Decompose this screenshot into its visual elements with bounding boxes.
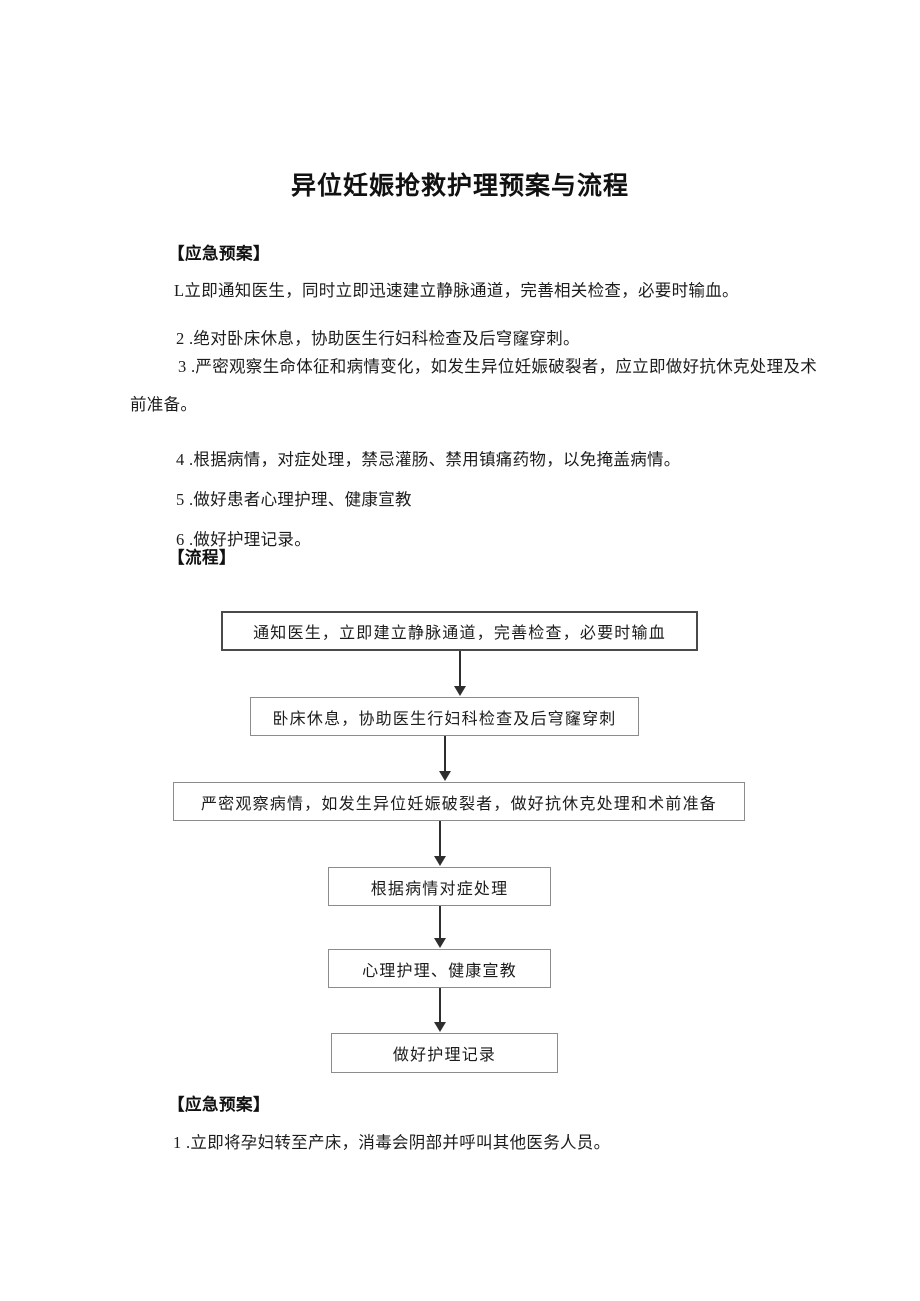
- list-item-number: 3 .: [178, 357, 196, 376]
- list-item-text: 做好患者心理护理、健康宣教: [193, 490, 412, 509]
- list-item-number: 4 .: [176, 450, 194, 469]
- list-item-text-continuation: 前准备。: [130, 395, 198, 414]
- flowchart-box-1: 通知医生，立即建立静脉通道，完善检查，必要时输血: [221, 611, 698, 651]
- flowchart-connector-2: [444, 736, 446, 772]
- list-item-text: 立即将孕妇转至产床，消毒会阴部并呼叫其他医务人员。: [190, 1133, 611, 1152]
- flowchart-connector-5: [439, 988, 441, 1023]
- flowchart-arrowhead-3: [434, 856, 446, 866]
- flowchart-arrowhead-2: [439, 771, 451, 781]
- list-item: 5 .做好患者心理护理、健康宣教: [176, 485, 876, 515]
- list-item: 4 .根据病情，对症处理，禁忌灌肠、禁用镇痛药物，以免掩盖病情。: [176, 445, 876, 475]
- list-item: 3 .严密观察生命体征和病情变化，如发生异位妊娠破裂者，应立即做好抗休克处理及术…: [130, 352, 878, 414]
- list-item-number: L: [174, 281, 185, 300]
- flowchart-connector-4: [439, 906, 441, 939]
- flowchart-box-2: 卧床休息，协助医生行妇科检查及后穹窿穿刺: [250, 697, 639, 736]
- page-title: 异位妊娠抢救护理预案与流程: [290, 172, 629, 200]
- list-item-text: 绝对卧床休息，协助医生行妇科检查及后穹窿穿刺。: [193, 329, 580, 348]
- list-item-number: 5 .: [176, 490, 194, 509]
- list-item: 6 .做好护理记录。: [176, 525, 876, 555]
- list-item-number: 6 .: [176, 530, 194, 549]
- list-item: L立即通知医生，同时立即迅速建立静脉通道，完善相关检查，必要时输血。: [174, 276, 874, 306]
- flowchart-arrowhead-5: [434, 1022, 446, 1032]
- list-item-number: 2 .: [176, 329, 194, 348]
- flowchart-box-6: 做好护理记录: [331, 1033, 558, 1073]
- list-item-text: 严密观察生命体征和病情变化，如发生异位妊娠破裂者，应立即做好抗休克处理及术: [195, 357, 818, 376]
- list-item: 2 .绝对卧床休息，协助医生行妇科检查及后穹窿穿刺。: [176, 324, 876, 354]
- flowchart-arrowhead-1: [454, 686, 466, 696]
- flowchart-connector-3: [439, 821, 441, 857]
- section-heading-flow: 【流程】: [168, 549, 236, 567]
- list-item-text: 立即通知医生，同时立即迅速建立静脉通道，完善相关检查，必要时输血。: [184, 281, 739, 300]
- flowchart-box-4: 根据病情对症处理: [328, 867, 551, 906]
- flowchart-box-5: 心理护理、健康宣教: [328, 949, 551, 988]
- section-heading-bottom-plan: 【应急预案】: [168, 1096, 270, 1114]
- flowchart-connector-1: [459, 651, 461, 687]
- list-item-text: 做好护理记录。: [193, 530, 312, 549]
- flowchart-box-3: 严密观察病情，如发生异位妊娠破裂者，做好抗休克处理和术前准备: [173, 782, 745, 821]
- list-item-text: 根据病情，对症处理，禁忌灌肠、禁用镇痛药物，以免掩盖病情。: [193, 450, 681, 469]
- list-item-number: 1 .: [173, 1133, 191, 1152]
- flowchart-arrowhead-4: [434, 938, 446, 948]
- section-heading-emergency-plan: 【应急预案】: [168, 245, 270, 263]
- list-item: 1 .立即将孕妇转至产床，消毒会阴部并呼叫其他医务人员。: [173, 1128, 873, 1158]
